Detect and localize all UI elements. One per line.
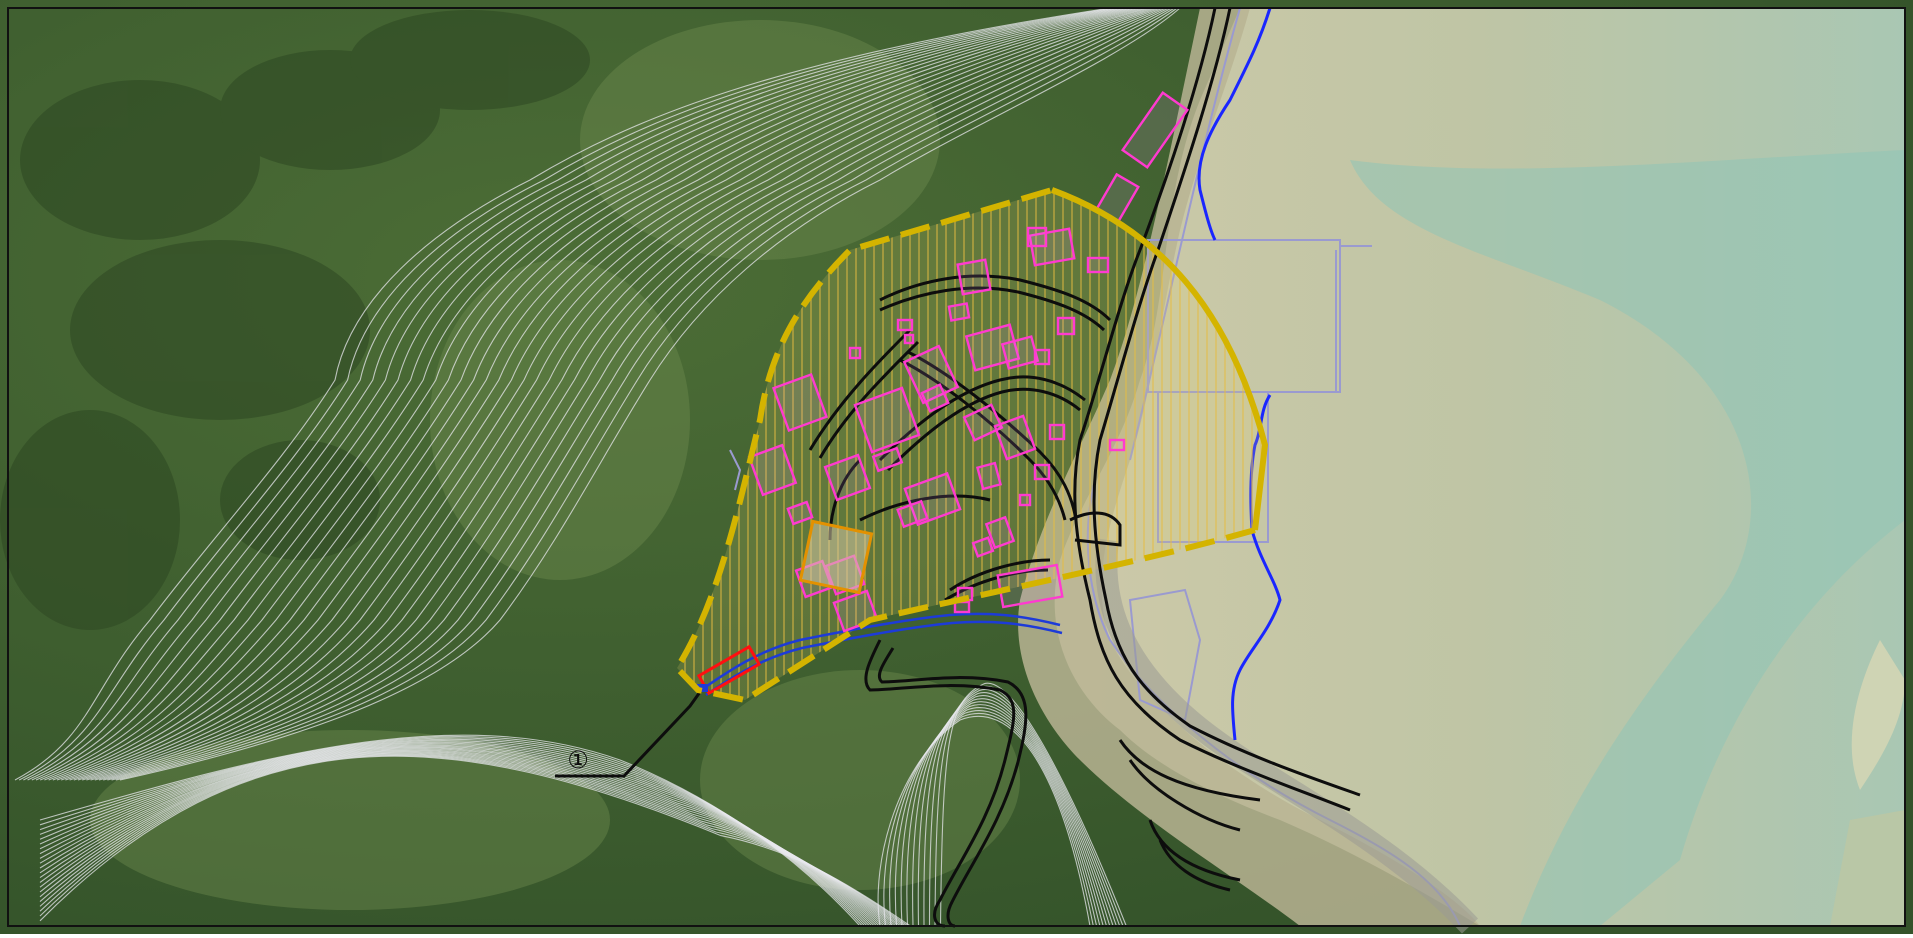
building-footprint <box>1033 463 1051 481</box>
building-footprint <box>1056 316 1076 336</box>
contour-line <box>939 682 1127 927</box>
contour-line <box>35 7 1125 781</box>
callout-leader-line <box>555 684 707 778</box>
contour-line <box>27 7 1119 781</box>
building-footprint <box>984 515 1016 550</box>
building-footprint <box>962 403 1004 442</box>
building-footprint <box>1108 438 1126 452</box>
building-footprint <box>1033 348 1051 366</box>
building-footprint <box>771 372 829 433</box>
contour-line <box>923 692 1117 927</box>
building-footprint <box>1086 256 1110 274</box>
contour-line <box>115 7 1178 781</box>
coastal-strip <box>1018 8 1480 926</box>
building-footprint <box>786 500 814 526</box>
contour-line <box>65 7 1144 781</box>
building-footprint <box>1120 91 1190 169</box>
contour-line <box>877 715 1091 927</box>
building-footprint <box>1000 335 1040 370</box>
building-footprint <box>871 446 904 473</box>
sand-spit <box>1851 640 1905 790</box>
contour-line <box>119 7 1181 781</box>
callout-label: ① <box>567 746 589 774</box>
building-footprint <box>1028 227 1076 267</box>
building-footprint <box>1018 493 1032 507</box>
building-footprint <box>920 383 950 413</box>
contour-line <box>883 712 1094 927</box>
building-footprint <box>903 333 915 345</box>
map-border <box>7 7 1906 927</box>
building-footprint <box>747 443 798 497</box>
contour-line <box>98 7 1167 781</box>
hazard-zone-boundary-dashed <box>673 187 1256 704</box>
reef-bottom-right <box>1830 810 1905 926</box>
building-footprint <box>853 386 921 454</box>
contour-line <box>44 7 1130 781</box>
building-footprint <box>975 461 1003 491</box>
contour-line <box>39 755 911 927</box>
building-footprint <box>993 414 1037 461</box>
contour-line <box>52 7 1136 781</box>
roads <box>808 7 1361 928</box>
building-footprint <box>903 471 962 527</box>
contour-line <box>39 736 863 927</box>
contour-line <box>31 7 1122 781</box>
hazard-zone-boundary-solid <box>1050 187 1269 531</box>
contour-line <box>61 7 1141 781</box>
building-footprint <box>896 318 914 332</box>
building-footprint <box>947 302 971 322</box>
contour-line <box>94 7 1164 781</box>
contour-line <box>73 7 1150 781</box>
contour-line <box>18 7 1113 781</box>
contour-line <box>107 7 1172 781</box>
contour-line <box>48 7 1133 781</box>
contour-line <box>56 7 1139 781</box>
contour-line <box>906 701 1108 927</box>
contour-line <box>889 709 1098 927</box>
contour-line <box>39 7 1127 781</box>
building-footprint <box>1026 226 1048 248</box>
forest-texture <box>0 10 590 630</box>
building-footprint <box>848 346 862 360</box>
building-footprint <box>902 344 960 405</box>
contour-line <box>928 688 1121 927</box>
building-footprint <box>956 258 992 296</box>
building-footprint <box>1048 423 1066 441</box>
contour-line <box>917 695 1114 927</box>
contour-line <box>103 7 1170 781</box>
contour-line <box>90 7 1161 781</box>
contour-line <box>14 7 1111 781</box>
building-footprint <box>823 453 872 502</box>
contour-line <box>894 707 1101 927</box>
coastal-road-surface <box>1095 538 1479 934</box>
building-footprint <box>896 499 929 529</box>
contour-line <box>23 7 1116 781</box>
building-footprint <box>953 600 971 614</box>
contour-line <box>86 7 1158 781</box>
contour-line <box>912 698 1111 927</box>
facility-orange <box>798 519 874 595</box>
contour-lines <box>14 7 1181 927</box>
contour-line <box>77 7 1153 781</box>
lagoon-deep-water <box>1350 150 1905 926</box>
contour-line <box>900 704 1104 927</box>
contour-line <box>111 7 1175 781</box>
contour-line <box>69 7 1147 781</box>
building-footprint <box>971 536 995 558</box>
contour-line <box>82 7 1155 781</box>
